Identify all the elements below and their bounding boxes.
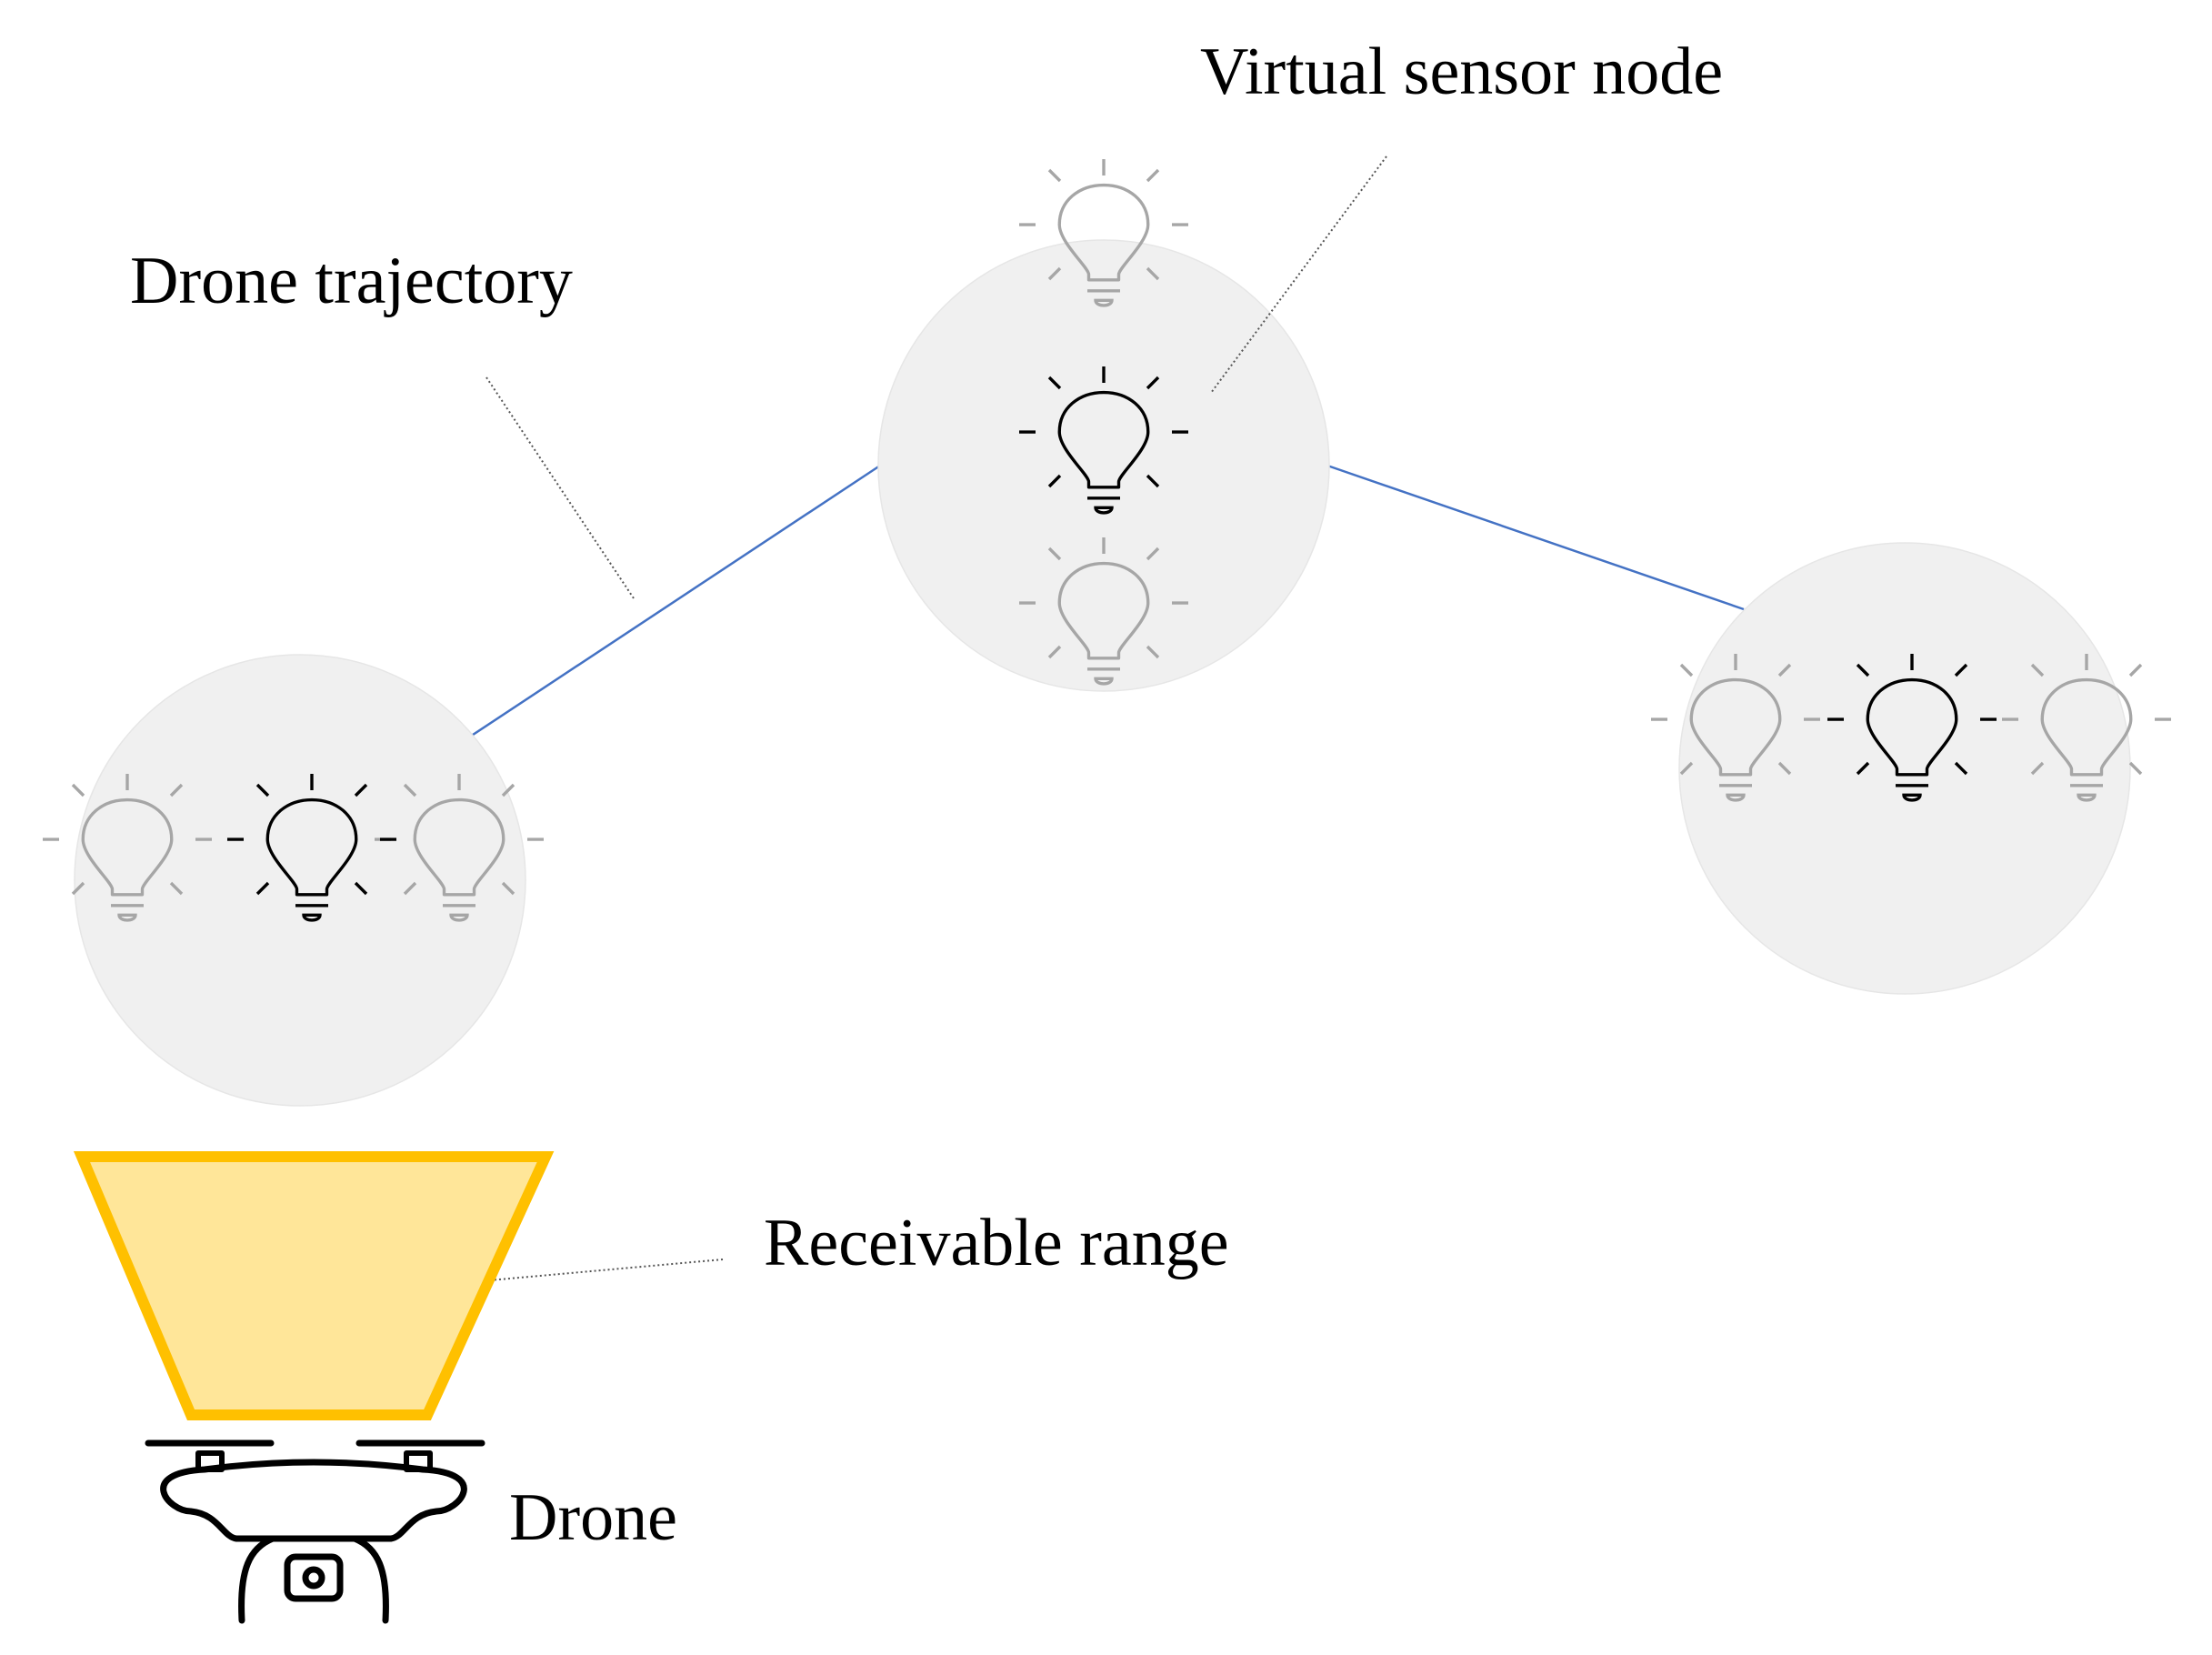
trajectory-segment <box>458 464 881 746</box>
node-area-right <box>1678 542 2131 995</box>
leader-line-range <box>488 1259 724 1281</box>
label-virtual-sensor-node: Virtual sensor node <box>1200 35 1724 109</box>
label-drone-trajectory: Drone trajectory <box>130 244 573 318</box>
label-drone: Drone <box>509 1480 677 1555</box>
node-area-left <box>74 654 526 1107</box>
leader-line-trajectory <box>485 376 635 599</box>
receivable-range-area <box>73 1151 555 1420</box>
node-area-center <box>877 239 1330 692</box>
leader-line-virtual-node <box>1210 155 1387 394</box>
trajectory-segment <box>1326 464 1745 611</box>
label-receivable-range: Receivable range <box>764 1206 1229 1280</box>
drone-icon <box>145 1439 485 1624</box>
